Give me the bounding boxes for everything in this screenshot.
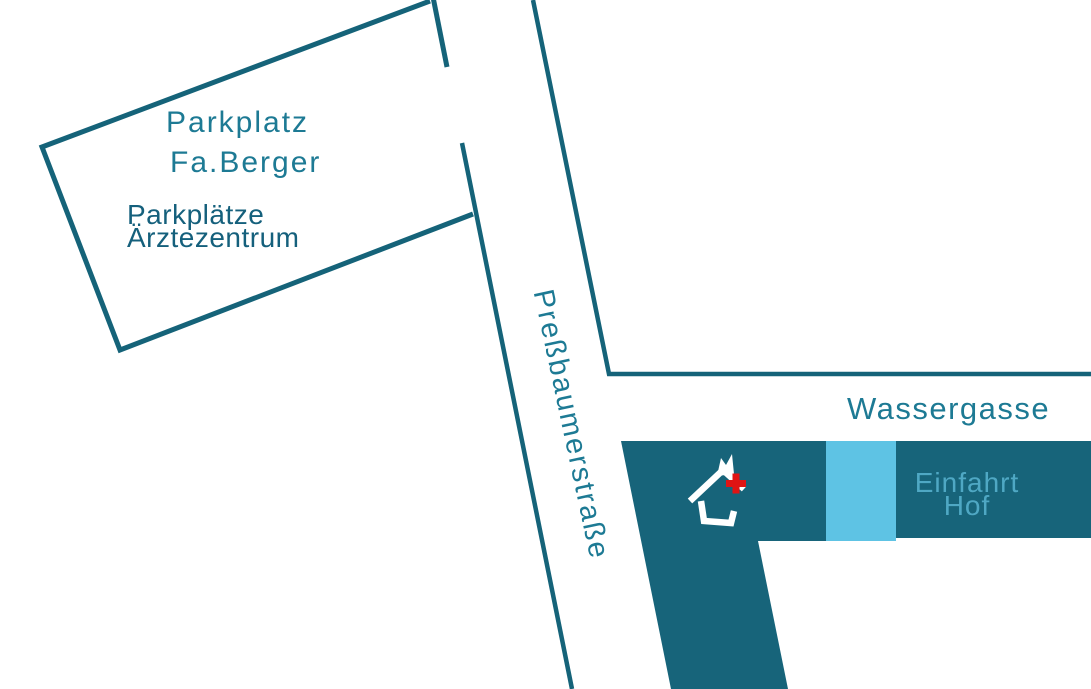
doctors-center-parking-line2: Ärztezentrum — [127, 222, 300, 253]
entrance-gate-band — [826, 441, 896, 541]
parking-lot-outline — [38, 0, 474, 354]
house-chimney — [717, 454, 734, 476]
courtyard-entrance-line2: Hof — [943, 490, 991, 521]
doctors-center-parking-line1: Parkplätze — [127, 199, 265, 230]
building-block-left — [621, 441, 828, 689]
street-label-wassergasse: Wassergasse — [847, 391, 1051, 426]
courtyard-entrance-label: Einfahrt Hof — [904, 467, 1030, 521]
road-right-edge-and-wassergasse-line — [530, 0, 1091, 377]
parking-lot-right-edge — [431, 0, 450, 68]
medical-cross-icon — [726, 473, 746, 494]
parking-lot-label-line2: Fa.Berger — [170, 146, 322, 179]
building-block-right — [896, 441, 1091, 538]
doctors-center-parking-label: Parkplätze Ärztezentrum — [127, 199, 300, 253]
road-left-edge — [459, 142, 575, 689]
courtyard-entrance-line1: Einfahrt — [914, 467, 1020, 498]
parking-lot-label-line1: Parkplatz — [166, 106, 310, 139]
house-wall-floor — [697, 500, 738, 527]
